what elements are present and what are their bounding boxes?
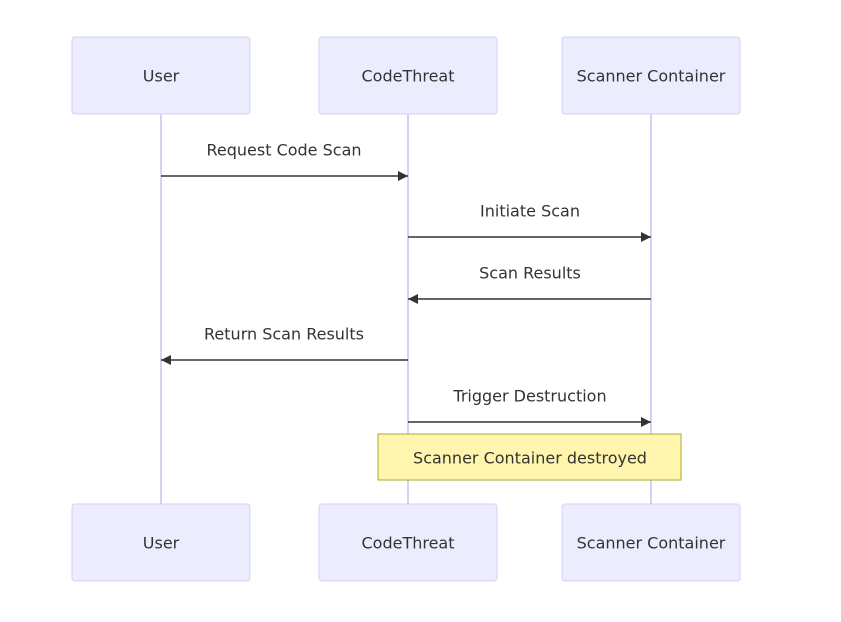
actor-bottom-user: User [71, 503, 251, 582]
actor-top-user: User [71, 36, 251, 115]
note: Scanner Container destroyed [377, 433, 682, 481]
message-label: Return Scan Results [204, 325, 364, 344]
actor-top-scanner: Scanner Container [561, 36, 741, 115]
actor-label-codethreat: CodeThreat [361, 534, 454, 553]
note-text: Scanner Container destroyed [413, 449, 647, 468]
actor-label-user: User [143, 67, 180, 86]
actor-bottom-codethreat: CodeThreat [318, 503, 498, 582]
actor-label-scanner: Scanner Container [577, 534, 726, 553]
actor-top-codethreat: CodeThreat [318, 36, 498, 115]
message-label: Scan Results [479, 264, 581, 283]
message-label: Request Code Scan [206, 141, 361, 160]
actor-bottom-scanner: Scanner Container [561, 503, 741, 582]
message-label: Trigger Destruction [452, 387, 606, 406]
actor-label-scanner: Scanner Container [577, 67, 726, 86]
actor-label-codethreat: CodeThreat [361, 67, 454, 86]
actor-label-user: User [143, 534, 180, 553]
message-label: Initiate Scan [480, 202, 580, 221]
